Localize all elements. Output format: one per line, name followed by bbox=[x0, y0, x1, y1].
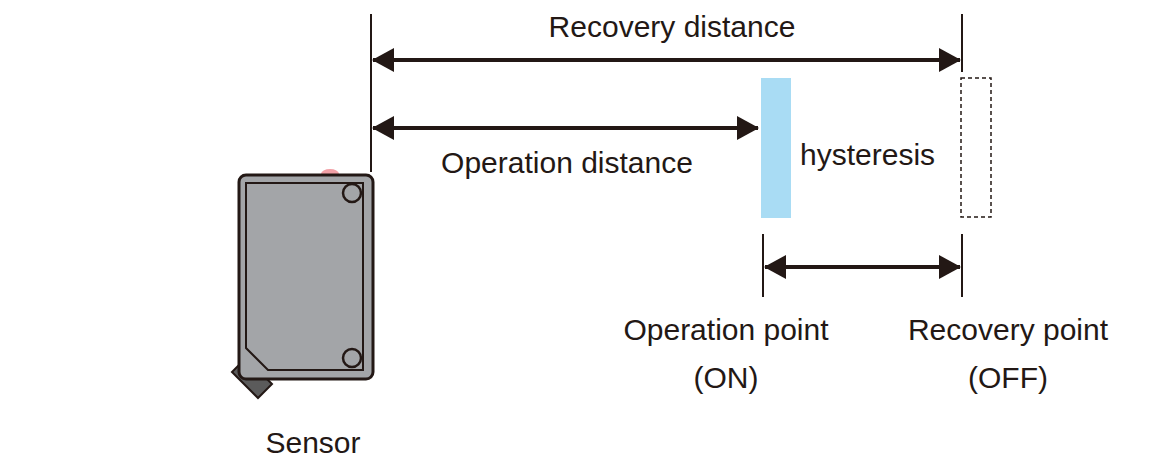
extension-line bbox=[961, 14, 963, 72]
extension-line bbox=[961, 234, 963, 297]
dimension-arrow bbox=[373, 126, 758, 130]
recovery-distance-label: Recovery distance bbox=[492, 3, 852, 51]
operation-point-label: Operation point (ON) bbox=[606, 306, 846, 402]
recovery-point-label: Recovery point (OFF) bbox=[888, 306, 1128, 402]
sensor-figure bbox=[232, 169, 373, 398]
extension-line bbox=[370, 14, 372, 172]
target-recovery-position bbox=[961, 78, 991, 217]
dimension-arrow bbox=[373, 58, 960, 62]
target-object bbox=[761, 78, 791, 218]
dimension-arrow bbox=[765, 265, 960, 269]
sensor-label: Sensor bbox=[213, 419, 413, 460]
hysteresis-label: hysteresis bbox=[800, 131, 935, 179]
extension-line bbox=[762, 234, 764, 297]
operation-distance-label: Operation distance bbox=[397, 139, 737, 187]
